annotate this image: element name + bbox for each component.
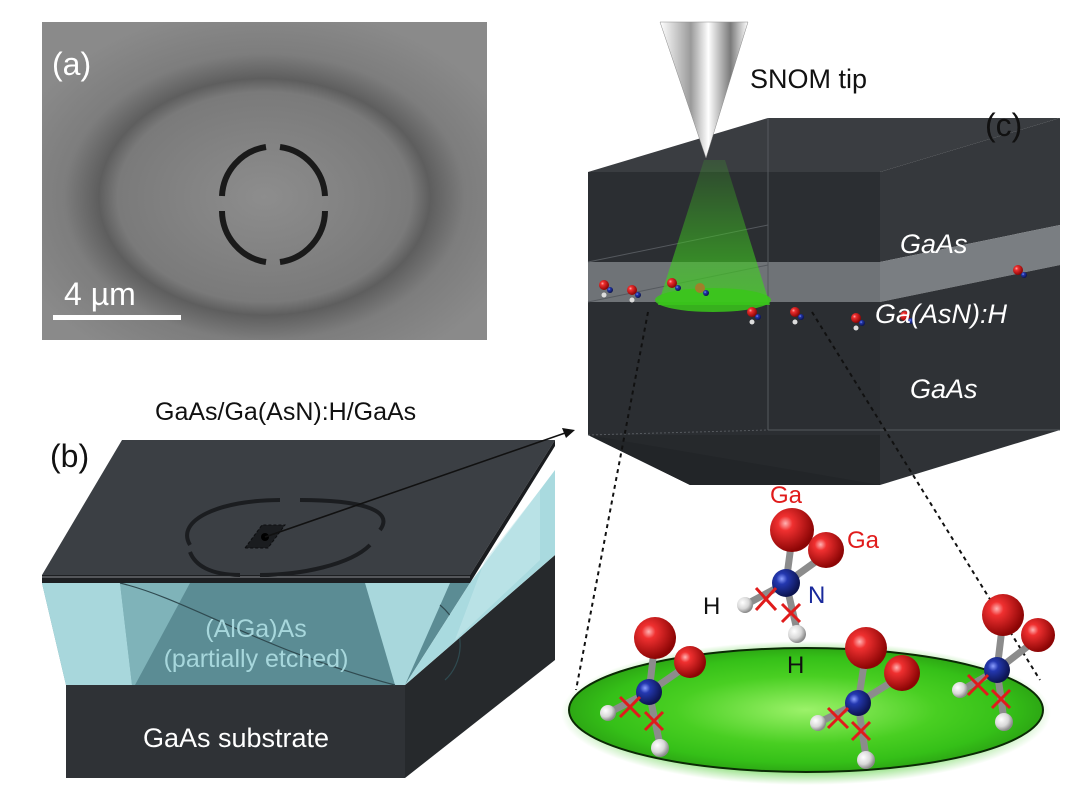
panel-a: (a) 4 µm xyxy=(42,22,487,340)
molecule-left xyxy=(600,617,706,757)
ga-label-2: Ga xyxy=(847,527,880,554)
membrane-top xyxy=(42,440,555,575)
scalebar xyxy=(53,315,181,320)
h-label-1: H xyxy=(703,593,720,620)
sacrificial-label-1: (AlGa)As xyxy=(205,615,306,643)
layer-middle-side xyxy=(880,225,1060,302)
panel-c-label: (c) xyxy=(985,107,1022,143)
zoom-arrow xyxy=(264,431,569,538)
middle-layer-label: Ga(AsN):H xyxy=(875,299,1008,329)
light-beam xyxy=(658,160,770,305)
panel-b-label: (b) xyxy=(50,438,89,474)
layer-bottom-front xyxy=(588,302,880,435)
panel-b: (b) GaAs/Ga(AsN):H/GaAs (AlGa)As (partia… xyxy=(42,398,575,778)
panel-c: SNOM tip (c) GaAs Ga(AsN):H GaAs xyxy=(575,21,1060,691)
substrate-side xyxy=(405,555,555,778)
layer-molecules xyxy=(599,265,1027,331)
scalebar-label: 4 µm xyxy=(64,276,136,312)
beam-spot xyxy=(655,288,771,312)
panel-a-label: (a) xyxy=(52,46,91,82)
h-label-2: H xyxy=(787,652,804,679)
substrate-front xyxy=(66,685,405,778)
ring-slits xyxy=(219,144,328,265)
green-spot xyxy=(568,647,1044,773)
stack-label: GaAs/Ga(AsN):H/GaAs xyxy=(155,398,416,426)
molecule-closeup: Ga Ga N H H xyxy=(561,482,1055,785)
membrane-ring xyxy=(185,498,386,577)
substrate-label: GaAs substrate xyxy=(143,723,329,753)
top-layer-label: GaAs xyxy=(900,229,968,259)
snom-tip xyxy=(659,21,749,159)
sem-image xyxy=(42,22,487,340)
bottom-layer-label: GaAs xyxy=(910,374,978,404)
layer-top-side xyxy=(880,118,1060,262)
n-label: N xyxy=(808,582,825,609)
snom-tip-label: SNOM tip xyxy=(750,64,867,94)
sacrificial-label-2: (partially etched) xyxy=(164,645,349,673)
ga-label-1: Ga xyxy=(770,482,803,509)
molecule-center xyxy=(810,627,920,769)
molecule-main xyxy=(737,508,844,643)
zoom-line-left xyxy=(575,311,649,691)
molecule-right xyxy=(952,594,1055,731)
